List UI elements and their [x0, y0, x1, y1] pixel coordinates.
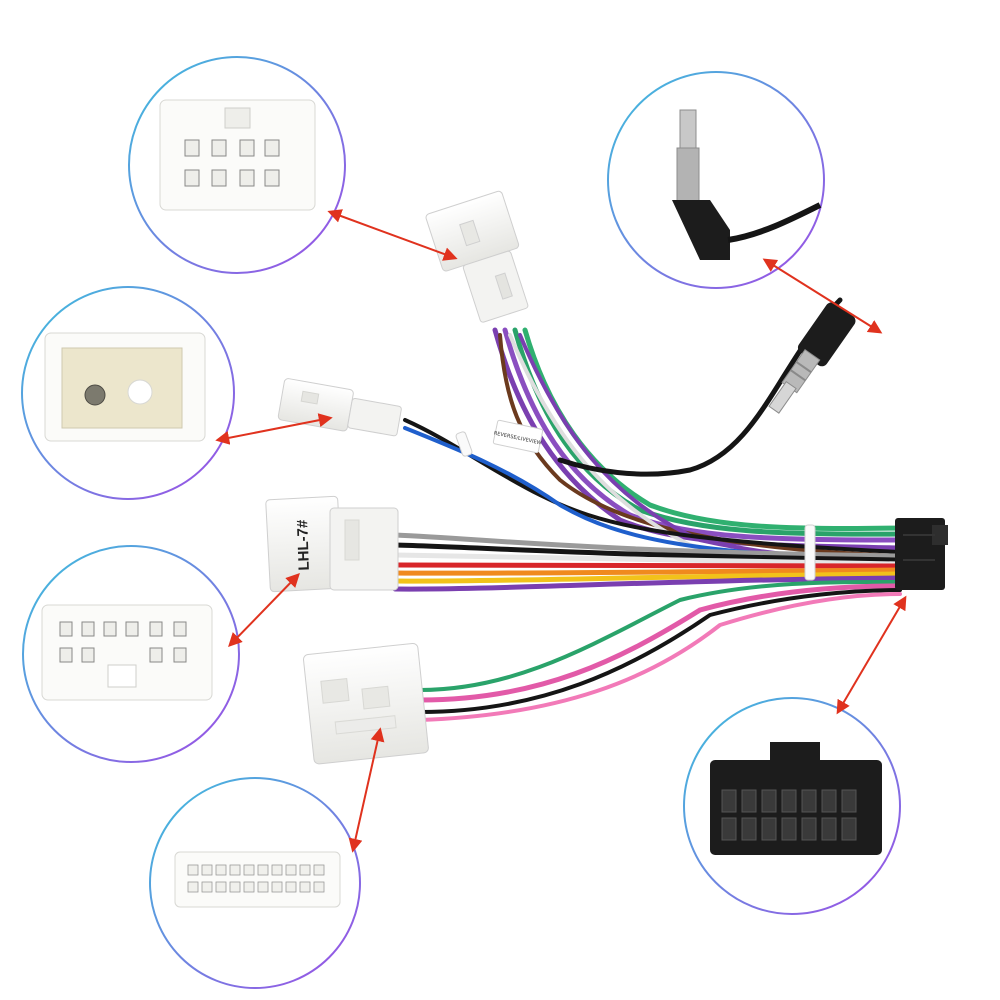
- wire-black: [418, 588, 902, 714]
- top-white-connector: [425, 190, 529, 323]
- wire-gray: [392, 532, 903, 559]
- wire-antenna-black: [557, 297, 843, 477]
- pin-grid: [59, 621, 187, 663]
- lower-white-connector: [302, 642, 429, 765]
- callout-antenna-adapter: [21, 286, 235, 500]
- arrow-12-pin: [327, 209, 458, 261]
- arrow-antenna-adapter: [215, 413, 333, 445]
- callout-12-pin-connector: [128, 56, 346, 274]
- wire-purple: [492, 327, 903, 551]
- cable-ties: [455, 431, 816, 581]
- wire-yellow: [392, 571, 903, 584]
- arrow-28-pin: [348, 727, 385, 853]
- lhl-7-connector: LHL-7#: [265, 495, 399, 593]
- wire-tag: REVERSE/LIVEVIEW: [492, 419, 544, 454]
- wire-bundle: [392, 297, 903, 722]
- wire-pink: [418, 592, 902, 722]
- callout-28-pin-connector: [149, 777, 361, 989]
- pin-grid: [187, 864, 325, 893]
- black-iso-connector: [895, 518, 948, 590]
- wire-orange: [392, 567, 903, 576]
- wire-white: [392, 552, 903, 567]
- antenna-adapter: [768, 302, 856, 414]
- cable-tie: [455, 431, 473, 457]
- wire-black: [392, 542, 903, 563]
- arrow-antenna-plug: [762, 258, 883, 334]
- callout-16-pin-connector: [22, 545, 240, 763]
- pin-grid: [721, 789, 857, 841]
- connector-label: LHL-7#: [294, 519, 313, 571]
- pin-grid: [184, 139, 280, 187]
- wire-brown: [498, 333, 902, 558]
- wire-pink: [417, 583, 903, 703]
- cable-tie: [804, 524, 816, 581]
- callout-iso-black-connector: [683, 697, 901, 915]
- wire-green: [522, 327, 903, 532]
- wire-red: [392, 562, 903, 569]
- callout-antenna-plug: [607, 71, 825, 289]
- antenna-white-connector: [277, 378, 402, 437]
- arrow-16-pin: [228, 572, 300, 648]
- arrow-iso-black: [836, 595, 907, 715]
- wire-green: [418, 579, 902, 692]
- callout-arrows: [215, 209, 907, 853]
